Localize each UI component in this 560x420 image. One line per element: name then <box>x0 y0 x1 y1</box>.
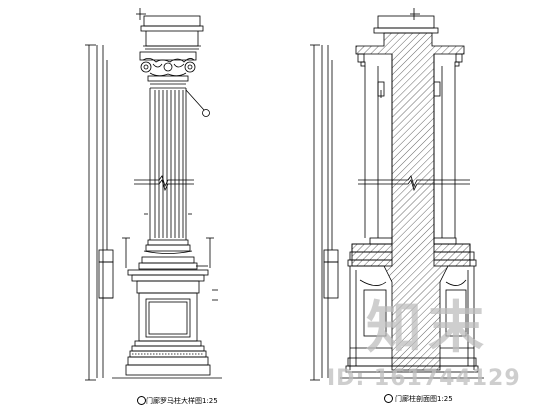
pedestal <box>112 269 222 379</box>
hatched-core <box>351 32 471 371</box>
column-elevation <box>85 8 222 381</box>
column-section <box>310 8 484 381</box>
section-break-line <box>358 175 470 192</box>
entablature <box>140 15 204 50</box>
watermark-brand: 知末 <box>366 296 490 361</box>
section-pedestal <box>340 266 484 379</box>
detail-marker <box>202 109 210 117</box>
caption-right: 门廊柱剖面图1:25 <box>395 395 453 403</box>
column-base <box>138 239 208 270</box>
break-line <box>134 175 194 192</box>
wall-outline <box>96 45 114 378</box>
section-shaft-left <box>357 53 393 244</box>
dimension-line-right <box>310 44 320 381</box>
caption-marker-left <box>137 396 146 405</box>
dimension-line-left <box>85 44 96 381</box>
caption-left: 门廊罗马柱大样图1:25 <box>146 397 218 405</box>
caption-marker-right <box>384 394 393 403</box>
column-capital <box>139 51 197 89</box>
wall-outline-right <box>321 45 339 378</box>
column-shaft <box>149 88 187 240</box>
section-shaft-right <box>433 53 463 244</box>
section-base <box>347 237 477 267</box>
watermark-id: ID: 161744129 <box>327 366 521 391</box>
